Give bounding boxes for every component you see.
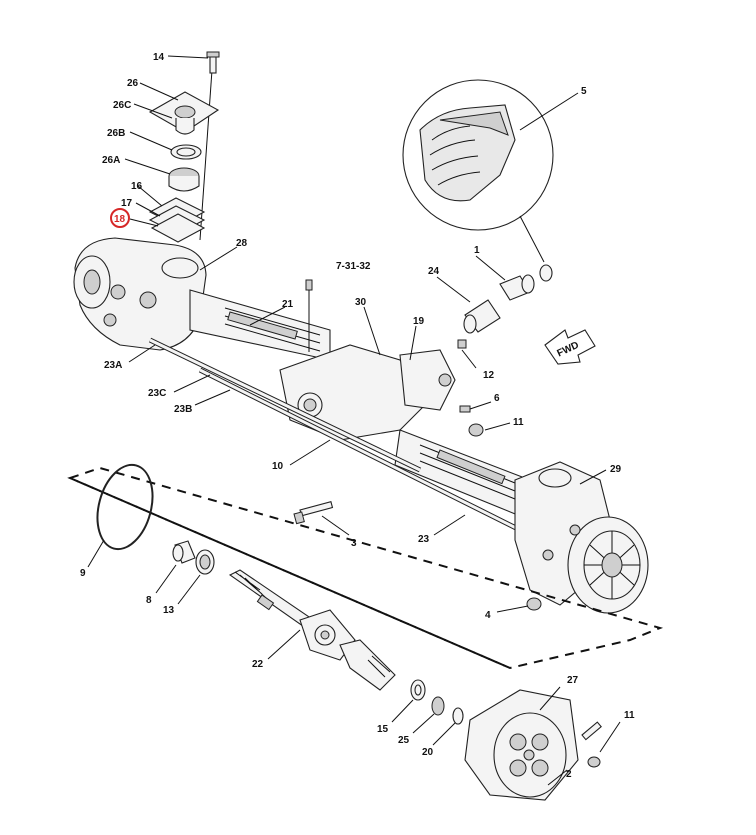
callout-9: 9 <box>80 568 86 579</box>
highlight-circle <box>110 208 130 228</box>
callout-12: 12 <box>483 370 495 381</box>
callout-20: 20 <box>422 747 434 758</box>
drive-shaft <box>228 569 396 691</box>
callout-18: 18 <box>114 214 126 225</box>
callout-4: 4 <box>485 610 491 621</box>
callout-24: 24 <box>428 266 440 277</box>
callout-1: 1 <box>474 245 480 256</box>
callout-17: 17 <box>121 198 133 209</box>
callout-25: 25 <box>398 735 410 746</box>
callout-23: 23 <box>418 534 430 545</box>
callout-11-lower: 11 <box>624 710 635 721</box>
callout-2: 2 <box>566 769 572 780</box>
callout-26c: 26C <box>113 100 131 111</box>
top-stack <box>124 51 220 243</box>
bushing-seal <box>155 540 215 605</box>
callout-11-upper: 11 <box>513 417 524 428</box>
callout-13: 13 <box>163 605 175 616</box>
o-ring <box>87 463 154 568</box>
callout-10: 10 <box>272 461 284 472</box>
callout-15: 15 <box>377 724 389 735</box>
callout-16: 16 <box>131 181 143 192</box>
exploded-region-outline <box>67 466 664 670</box>
callout-28: 28 <box>236 238 248 249</box>
washers <box>391 679 464 746</box>
callout-21: 21 <box>282 299 294 310</box>
callout-26a: 26A <box>102 155 120 166</box>
callout-26b: 26B <box>107 128 125 139</box>
callout-23b: 23B <box>174 404 192 415</box>
callout-23a: 23A <box>104 360 122 371</box>
callout-6: 6 <box>494 393 500 404</box>
callout-8: 8 <box>146 595 152 606</box>
callout-23c: 23C <box>148 388 166 399</box>
callout-30: 30 <box>355 297 367 308</box>
callout-labels: 14 26 26C 26B 26A 16 17 18 28 5 1 24 7-3… <box>80 52 635 780</box>
leader-lines <box>128 246 607 613</box>
axle-housing <box>73 237 649 614</box>
callout-22: 22 <box>252 659 264 670</box>
callout-19: 19 <box>413 316 425 327</box>
callout-14: 14 <box>153 52 165 63</box>
callout-5: 5 <box>581 86 587 97</box>
callout-26: 26 <box>127 78 139 89</box>
callout-3: 3 <box>351 538 357 549</box>
callout-27: 27 <box>567 675 579 686</box>
forward-arrow: FWD <box>544 329 596 365</box>
hub-cover <box>464 686 621 801</box>
callout-7-31-32: 7-31-32 <box>336 261 371 272</box>
bushings <box>436 255 535 334</box>
detail-magnifier <box>402 79 579 282</box>
callout-29: 29 <box>610 464 622 475</box>
